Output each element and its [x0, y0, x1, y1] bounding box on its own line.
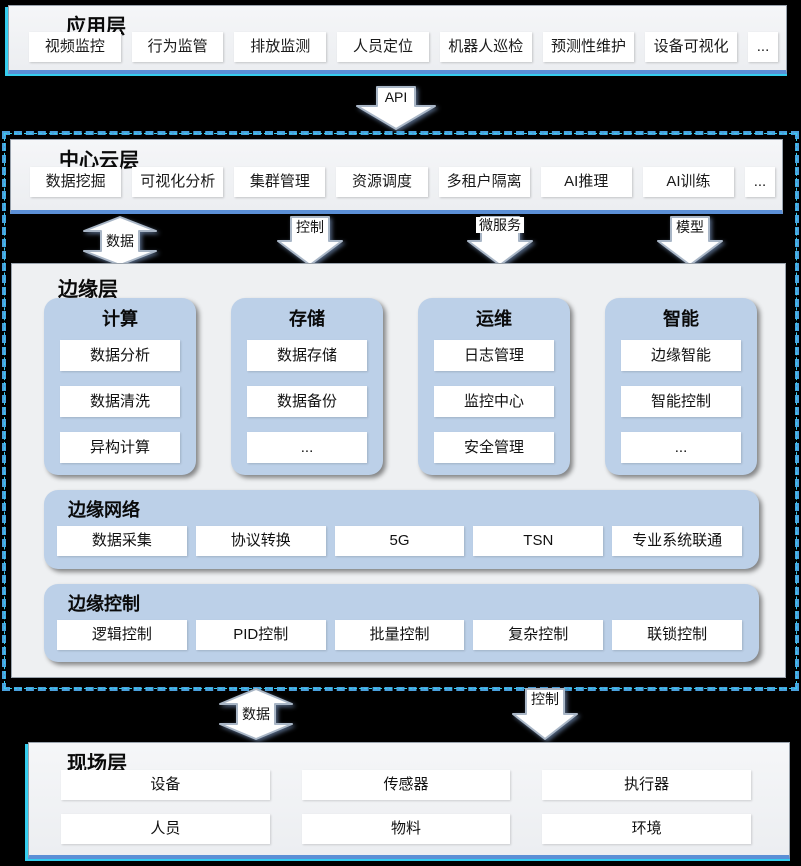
app-item: 排放监测 [234, 32, 327, 62]
edge-card-item: 边缘智能 [621, 340, 741, 371]
app-item: 人员定位 [337, 32, 429, 62]
arrow-label: 数据 [240, 705, 272, 723]
api-down-arrow: API [356, 86, 436, 130]
edge-cards-row: 计算 数据分析 数据清洗 异构计算 存储 数据存储 数据备份 ... 运维 日志… [44, 298, 757, 475]
app-item: 机器人巡检 [439, 32, 532, 62]
arrow-label: 微服务 [476, 217, 524, 234]
app-item: 视频监控 [29, 32, 121, 62]
edge-card-storage: 存储 数据存储 数据备份 ... [231, 298, 383, 475]
field-item: 执行器 [542, 770, 751, 800]
cloud-item: 集群管理 [234, 167, 326, 197]
edge-control-title: 边缘控制 [68, 594, 140, 614]
edge-control-item: 复杂控制 [473, 620, 604, 650]
app-item: 预测性维护 [542, 32, 635, 62]
edge-card-item: 数据存储 [247, 340, 367, 371]
field-layer-items: 设备 传感器 执行器 人员 物料 环境 [61, 770, 751, 844]
cloud-edge-microservice-arrow: 微服务 [467, 216, 533, 266]
field-item: 传感器 [301, 770, 511, 800]
cloud-item: AI训练 [642, 167, 734, 197]
edge-control-item: 联锁控制 [612, 620, 742, 650]
down-arrow-icon [356, 86, 436, 130]
arrow-label: 数据 [104, 232, 136, 250]
edge-control-card: 边缘控制 逻辑控制 PID控制 批量控制 复杂控制 联锁控制 [44, 584, 759, 662]
arrow-label: 控制 [294, 219, 326, 236]
arrow-label: 模型 [674, 219, 706, 236]
edge-card-compute: 计算 数据分析 数据清洗 异构计算 [44, 298, 196, 475]
field-item: 环境 [542, 814, 751, 844]
cloud-item: 数据挖掘 [30, 167, 122, 197]
api-arrow-label: API [382, 89, 410, 106]
cloud-item: 资源调度 [336, 167, 428, 197]
edge-network-item: TSN [473, 526, 604, 556]
edge-network-item: 数据采集 [57, 526, 187, 556]
edge-network-item: 5G [334, 526, 465, 556]
app-item: 行为监管 [131, 32, 224, 62]
cloud-item: 多租户隔离 [438, 167, 530, 197]
cloud-edge-data-arrow: 数据 [83, 216, 157, 266]
edge-card-intelligence: 智能 边缘智能 智能控制 ... [605, 298, 757, 475]
edge-card-item: 日志管理 [434, 340, 554, 371]
cloud-item-more: ... [744, 167, 775, 197]
edge-control-item: 批量控制 [334, 620, 465, 650]
edge-layer-title: 边缘层 [58, 279, 118, 301]
edge-control-item: 逻辑控制 [57, 620, 187, 650]
edge-field-control-arrow: 控制 [512, 688, 578, 740]
edge-network-title: 边缘网络 [68, 500, 140, 520]
edge-card-item: 监控中心 [434, 386, 554, 417]
cloud-layer-items: 数据挖掘 可视化分析 集群管理 资源调度 多租户隔离 AI推理 AI训练 ... [30, 167, 775, 197]
edge-layer-box: 边缘层 计算 数据分析 数据清洗 异构计算 存储 数据存储 数据备份 ... [11, 263, 786, 678]
edge-control-item: PID控制 [195, 620, 326, 650]
cloud-layer-title: 中心云层 [59, 150, 139, 172]
field-layer-title: 现场层 [67, 753, 127, 775]
field-item: 人员 [61, 814, 270, 844]
cloud-edge-dashed-region [2, 131, 799, 691]
arrow-label: 控制 [529, 691, 561, 708]
field-layer-box: 现场层 设备 传感器 执行器 人员 物料 环境 [28, 742, 790, 859]
edge-network-card: 边缘网络 数据采集 协议转换 5G TSN 专业系统联通 [44, 490, 759, 569]
cloud-edge-control-arrow: 控制 [277, 216, 343, 266]
cloud-item: 可视化分析 [132, 167, 224, 197]
edge-card-title: 存储 [289, 309, 325, 329]
edge-card-title: 智能 [663, 309, 699, 329]
edge-card-item: 数据分析 [60, 340, 180, 371]
edge-network-item: 专业系统联通 [612, 526, 742, 556]
edge-card-item: 数据清洗 [60, 386, 180, 417]
field-item: 物料 [301, 814, 511, 844]
edge-card-ops: 运维 日志管理 监控中心 安全管理 [418, 298, 570, 475]
app-item-more: ... [748, 32, 779, 62]
cloud-layer-box: 中心云层 数据挖掘 可视化分析 集群管理 资源调度 多租户隔离 AI推理 AI训… [10, 139, 783, 214]
application-layer-items: 视频监控 行为监管 排放监测 人员定位 机器人巡检 预测性维护 设备可视化 ..… [29, 32, 779, 62]
edge-card-title: 运维 [476, 309, 512, 329]
cloud-item: AI推理 [540, 167, 632, 197]
edge-card-item: ... [621, 432, 741, 463]
app-item: 设备可视化 [645, 32, 738, 62]
edge-network-item: 协议转换 [195, 526, 326, 556]
edge-card-item: 智能控制 [621, 386, 741, 417]
edge-field-data-arrow: 数据 [219, 688, 293, 740]
field-item: 设备 [61, 770, 270, 800]
application-layer-box: 应用层 视频监控 行为监管 排放监测 人员定位 机器人巡检 预测性维护 设备可视… [8, 5, 787, 74]
edge-card-item: 数据备份 [247, 386, 367, 417]
edge-card-item: ... [247, 432, 367, 463]
edge-card-item: 安全管理 [434, 432, 554, 463]
edge-card-item: 异构计算 [60, 432, 180, 463]
cloud-edge-model-arrow: 模型 [657, 216, 723, 266]
edge-card-title: 计算 [102, 309, 138, 329]
